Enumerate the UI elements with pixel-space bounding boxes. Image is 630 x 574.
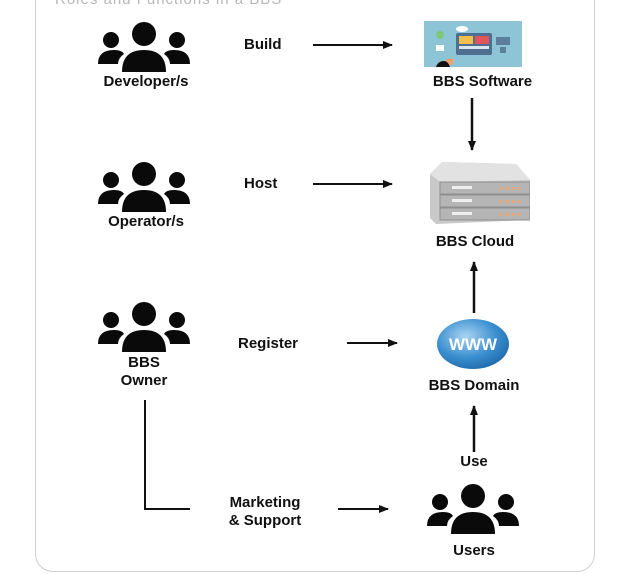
people-group-icon <box>98 22 190 72</box>
owner-label-line1: BBS <box>128 354 160 371</box>
people-group-icon <box>427 484 519 534</box>
people-group-icon <box>98 302 190 352</box>
software-label: BBS Software <box>432 73 533 90</box>
www-globe-icon: WWW <box>437 319 509 369</box>
owner-label-line2: Owner <box>120 372 168 389</box>
software-monitor-icon <box>424 21 522 67</box>
use-label: Use <box>460 453 488 470</box>
host-label: Host <box>244 175 278 192</box>
domain-label: BBS Domain <box>428 377 520 394</box>
build-label: Build <box>244 36 282 53</box>
register-label: Register <box>238 335 299 352</box>
diagram-frame <box>35 0 595 572</box>
owner-connector <box>144 400 190 510</box>
marketing-label-line1: Marketing <box>229 494 301 511</box>
people-group-icon <box>98 162 190 212</box>
www-text: WWW <box>449 335 498 354</box>
marketing-label-line2: & Support <box>228 512 302 529</box>
cloud-label: BBS Cloud <box>435 233 515 250</box>
server-stack-icon <box>430 162 530 224</box>
developers-label: Developer/s <box>103 73 189 90</box>
operators-label: Operator/s <box>108 213 184 230</box>
diagram-title: Roles and Functions in a BBS <box>55 0 282 8</box>
users-label: Users <box>453 542 495 559</box>
